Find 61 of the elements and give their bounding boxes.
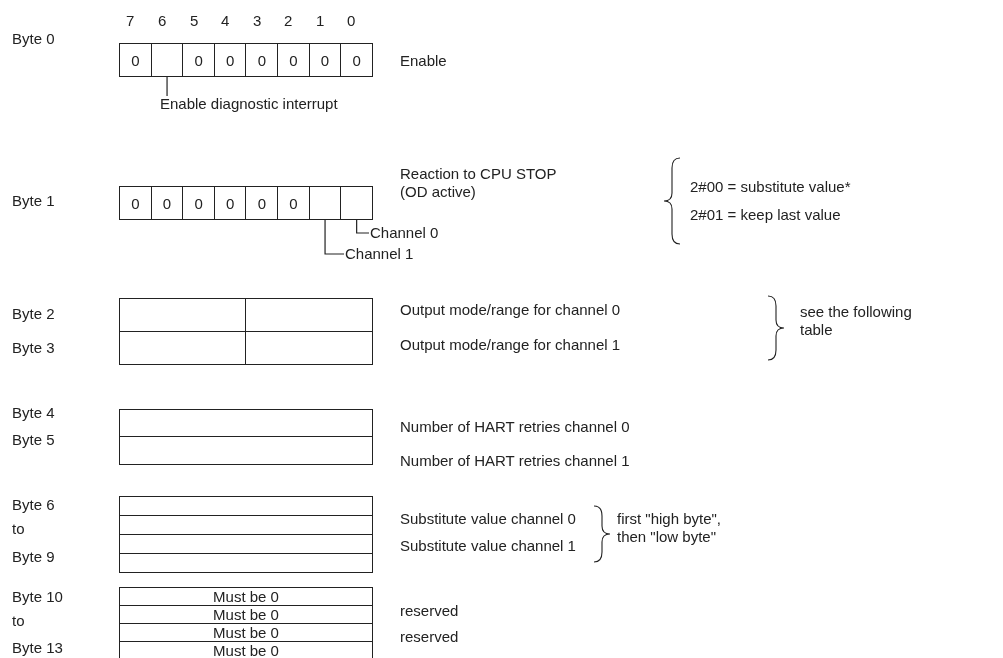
bit-number: 4 bbox=[221, 12, 230, 30]
option-text: 2#01 = keep last value bbox=[690, 206, 841, 224]
byte-field bbox=[119, 331, 246, 365]
byte-field bbox=[119, 436, 373, 465]
bit-number: 2 bbox=[284, 12, 293, 30]
callout-text: Channel 1 bbox=[345, 245, 435, 263]
byte-label: Byte 2 bbox=[12, 305, 55, 323]
bit-cell: 0 bbox=[277, 186, 310, 220]
byte-label: Byte 3 bbox=[12, 339, 55, 357]
byte-label: Byte 9 bbox=[12, 548, 55, 566]
bit-number: 0 bbox=[347, 12, 356, 30]
description-text: Substitute value channel 1 bbox=[400, 537, 576, 555]
bit-cell: 0 bbox=[182, 43, 216, 77]
byte-field bbox=[119, 298, 246, 332]
byte-field bbox=[119, 515, 373, 535]
description-text: Enable bbox=[400, 52, 447, 70]
byte-label: Byte 6 bbox=[12, 496, 55, 514]
byte-field bbox=[119, 496, 373, 516]
byte-label: to bbox=[12, 520, 25, 538]
bit-cell: 0 bbox=[245, 186, 279, 220]
byte-field bbox=[119, 553, 373, 573]
byte-field bbox=[119, 409, 373, 438]
description-text: reserved bbox=[400, 602, 459, 620]
note-text: see the following table bbox=[800, 303, 913, 339]
byte-label: Byte 1 bbox=[12, 192, 55, 210]
bit-cell: 0 bbox=[277, 43, 310, 77]
description-text: Number of HART retries channel 0 bbox=[400, 418, 630, 436]
callout-text: Channel 0 bbox=[370, 224, 460, 242]
byte-field bbox=[245, 331, 373, 365]
description-text: Output mode/range for channel 0 bbox=[400, 301, 621, 319]
byte-field bbox=[245, 298, 373, 332]
description-text: reserved bbox=[400, 628, 459, 646]
bit-number: 5 bbox=[190, 12, 199, 30]
bit-cell: 0 bbox=[182, 186, 216, 220]
bit-number: 1 bbox=[316, 12, 325, 30]
byte-label: Byte 4 bbox=[12, 404, 55, 422]
description-text: Reaction to CPU STOP (OD active) bbox=[400, 165, 558, 201]
description-text: Number of HART retries channel 1 bbox=[400, 452, 630, 470]
byte-label: Byte 5 bbox=[12, 431, 55, 449]
bit-cell: 0 bbox=[340, 43, 374, 77]
bit-cell: 0 bbox=[245, 43, 279, 77]
callout-text: Enable diagnostic interrupt bbox=[160, 95, 340, 113]
leader-line bbox=[166, 75, 168, 97]
byte-label: Byte 0 bbox=[12, 30, 55, 48]
bit-cell: 0 bbox=[119, 186, 152, 220]
byte-label: Byte 13 bbox=[12, 639, 63, 657]
byte-field bbox=[119, 534, 373, 554]
byte-label: to bbox=[12, 612, 25, 630]
byte-field: Must be 0 bbox=[119, 641, 373, 658]
byte-label: Byte 10 bbox=[12, 588, 63, 606]
leader-line bbox=[324, 218, 345, 255]
bit-cell: 0 bbox=[119, 43, 152, 77]
bit-number: 7 bbox=[126, 12, 135, 30]
bit-number: 6 bbox=[158, 12, 167, 30]
leader-line bbox=[356, 218, 370, 234]
note-text: first "high byte", then "low byte" bbox=[617, 510, 723, 546]
description-text: Output mode/range for channel 1 bbox=[400, 336, 621, 354]
bit-number: 3 bbox=[253, 12, 262, 30]
description-text: Substitute value channel 0 bbox=[400, 510, 576, 528]
option-text: 2#00 = substitute value* bbox=[690, 178, 851, 196]
bit-cell bbox=[340, 186, 374, 220]
